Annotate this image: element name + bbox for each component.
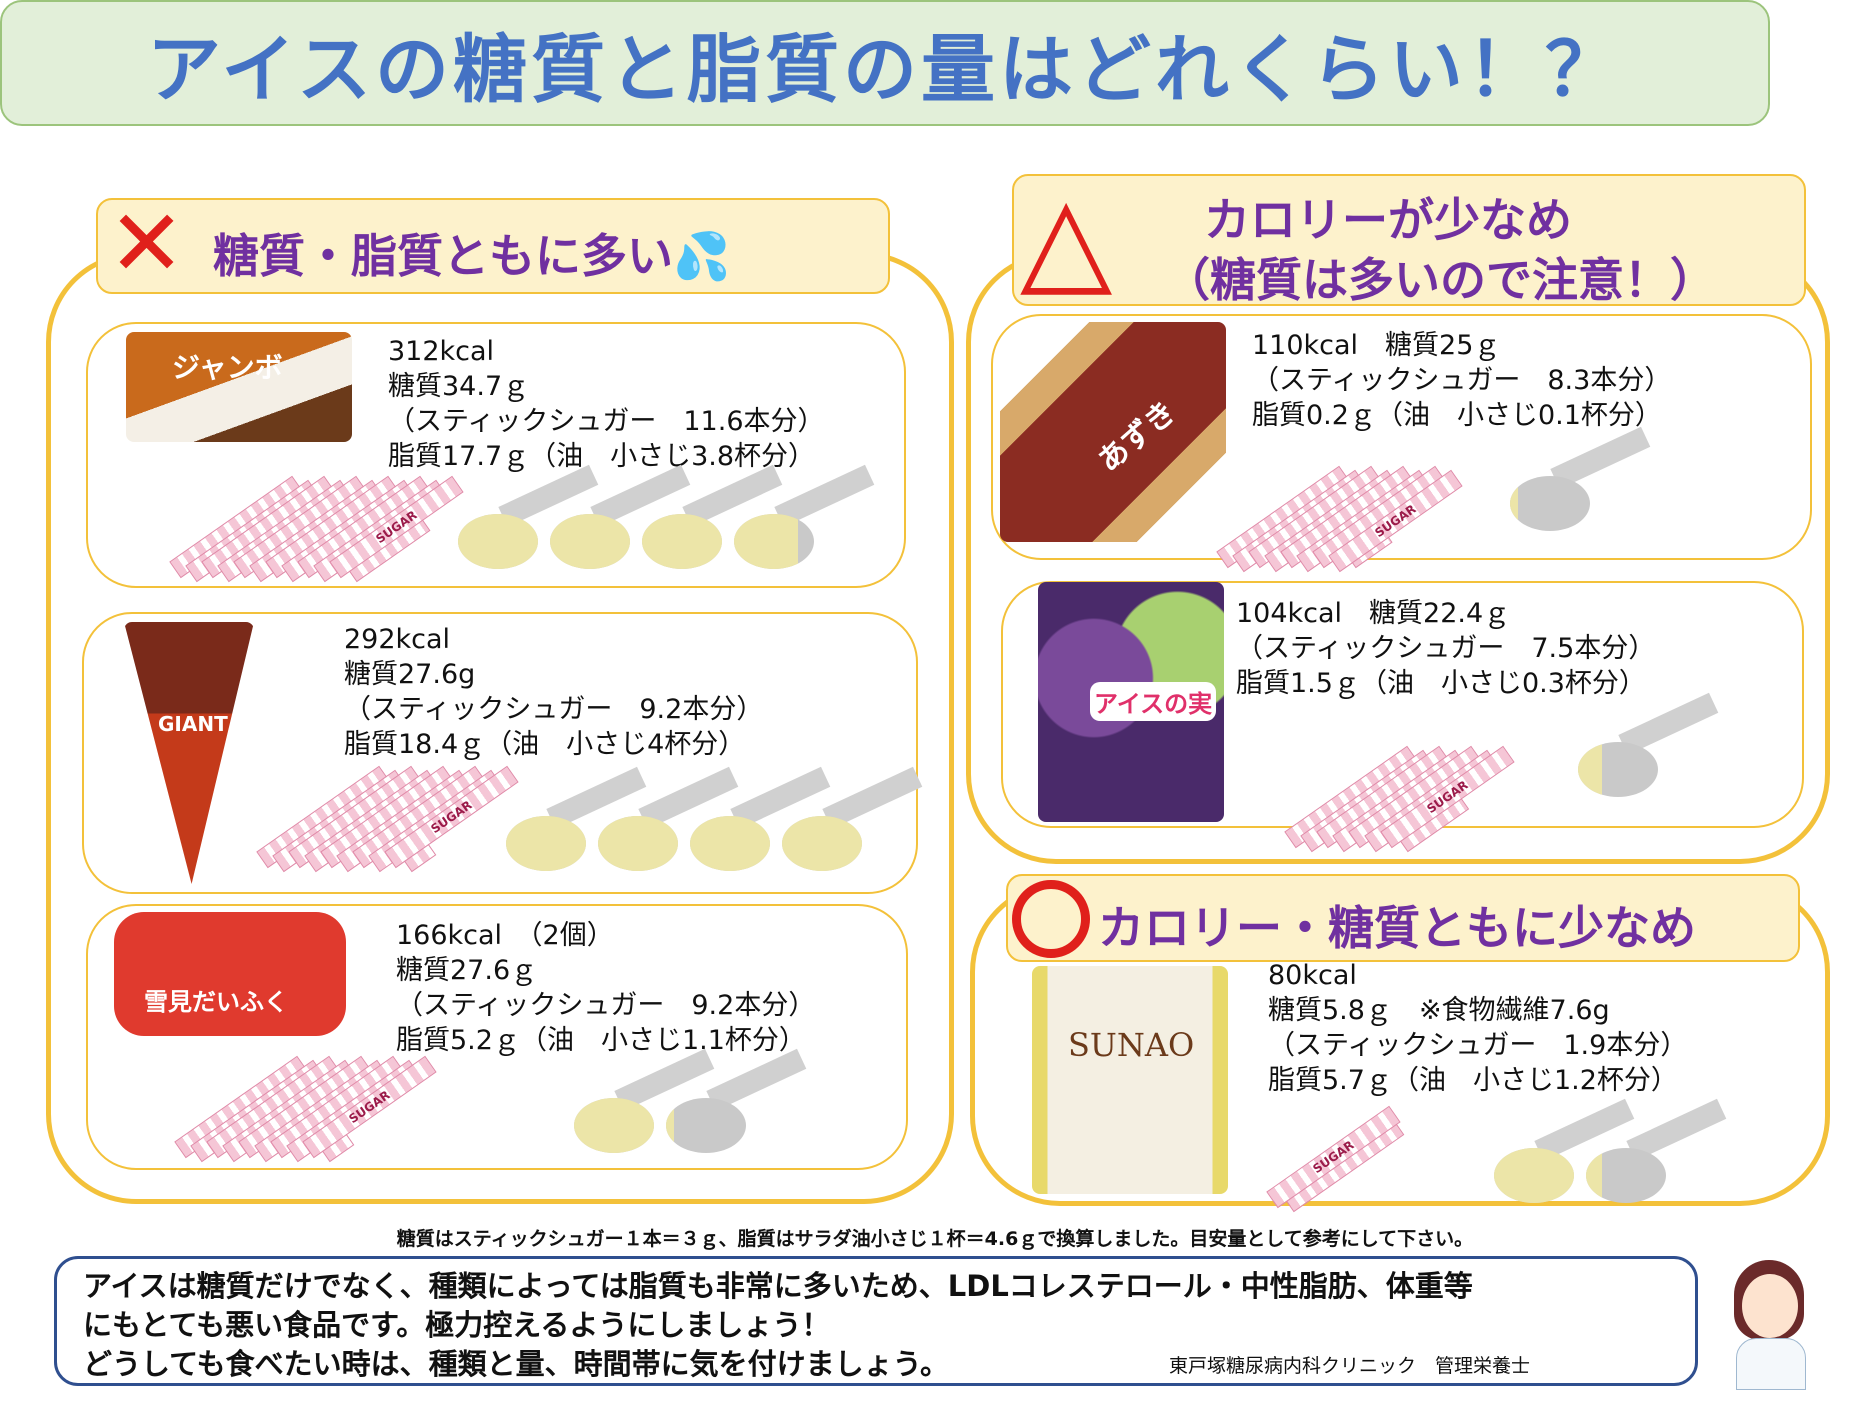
triangle-mark-icon: △ xyxy=(1020,170,1113,309)
oil-spoon-icon xyxy=(598,766,739,880)
message-line: アイスは糖質だけでなく、種類によっては脂質も非常に多いため、LDLコレステロール… xyxy=(83,1269,1473,1303)
title-banner: アイスの糖質と脂質の量はどれくらい！？ xyxy=(0,0,1770,126)
high-sugar-fat-header: ✕ 糖質・脂質ともに多い💦 xyxy=(96,194,890,294)
header-text: カロリー・糖質ともに少なめ xyxy=(1098,901,1696,955)
message-bubble: アイスは糖質だけでなく、種類によっては脂質も非常に多いため、LDLコレステロール… xyxy=(54,1256,1698,1386)
product-text-yukimi: 166kcal （2個）糖質27.6ｇ（スティックシュガー 9.2本分）脂質5.… xyxy=(396,920,816,1056)
oil-spoon-icon xyxy=(458,464,599,578)
product-image-azuki: あずき xyxy=(1000,322,1226,542)
header-text-line1: カロリーが少なめ xyxy=(1204,193,1572,247)
page-title: アイスの糖質と脂質の量はどれくらい！？ xyxy=(146,26,1624,113)
oil-spoon-icon xyxy=(550,464,691,578)
cross-mark-icon: ✕ xyxy=(108,190,186,297)
product-image-yukimi: 雪見だいふく xyxy=(114,912,346,1036)
low-calorie-header: △ カロリーが少なめ （糖質は多いので注意！） xyxy=(1012,170,1806,309)
oil-spoon-icon xyxy=(1578,692,1719,806)
header-text-line2: （糖質は多いので注意！） xyxy=(1164,253,1716,307)
footnote: 糖質はスティックシュガー１本＝３ｇ、脂質はサラダ油小さじ１杯＝4.6ｇで換算しま… xyxy=(396,1228,1474,1250)
oil-spoon-icon xyxy=(690,766,831,880)
oil-spoon-icon xyxy=(1510,426,1651,540)
product-text-ice-no-mi: 104kcal 糖質22.4ｇ（スティックシュガー 7.5本分）脂質1.5ｇ（油… xyxy=(1236,598,1656,699)
oil-spoon-icon xyxy=(574,1048,715,1162)
oil-spoon-icon xyxy=(782,766,923,880)
oil-spoon-icon xyxy=(1494,1098,1635,1212)
nutritionist-avatar xyxy=(1716,1260,1826,1390)
circle-mark-icon xyxy=(1012,880,1090,958)
oil-spoon-icon xyxy=(734,464,875,578)
oil-spoon-icon xyxy=(666,1048,807,1162)
message-line: どうしても食べたい時は、種類と量、時間帯に気を付けましょう。 xyxy=(83,1347,949,1381)
product-image-ice-no-mi: アイスの実 xyxy=(1038,582,1224,822)
oil-spoon-icon xyxy=(1586,1098,1727,1212)
message-line: にもとても悪い食品です。極力控えるようにしましょう！ xyxy=(83,1308,831,1342)
oil-spoon-icon xyxy=(642,464,783,578)
product-image-sunao: SUNAO xyxy=(1032,966,1228,1194)
product-image-jumbo: ジャンボ xyxy=(126,332,352,442)
signature: 東戸塚糖尿病内科クリニック 管理栄養士 xyxy=(1169,1355,1531,1377)
oil-spoon-icon xyxy=(506,766,647,880)
header-text: 糖質・脂質ともに多い💦 xyxy=(213,229,731,283)
product-text-azuki: 110kcal 糖質25ｇ（スティックシュガー 8.3本分）脂質0.2ｇ（油 小… xyxy=(1252,330,1672,431)
low-calorie-sugar-header: カロリー・糖質ともに少なめ xyxy=(1006,874,1800,962)
